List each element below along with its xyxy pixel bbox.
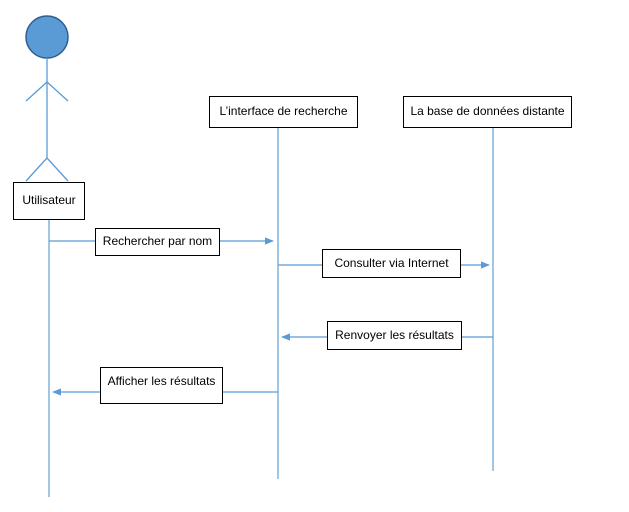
participant-database: La base de données distante	[403, 96, 572, 128]
participant-interface: L’interface de recherche	[209, 96, 358, 128]
actor-label: Utilisateur	[22, 193, 75, 207]
actor-left-leg	[25, 157, 48, 182]
message-search: Rechercher par nom	[95, 228, 220, 256]
actor-left-arm	[25, 81, 48, 102]
actor-right-arm	[46, 81, 69, 102]
message-query-label: Consulter via Internet	[334, 256, 449, 270]
participant-interface-label: L’interface de recherche	[219, 104, 347, 118]
actor-figure	[25, 15, 69, 182]
message-display-label: Afficher les résultats	[108, 374, 216, 388]
message-query: Consulter via Internet	[322, 249, 461, 278]
actor-box: Utilisateur	[13, 182, 85, 220]
participant-database-label: La base de données distante	[410, 104, 564, 118]
message-return-label: Renvoyer les résultats	[335, 328, 454, 342]
actor-head-icon	[25, 15, 69, 59]
message-display: Afficher les résultats	[100, 367, 223, 404]
actor-right-leg	[46, 157, 69, 182]
message-return: Renvoyer les résultats	[327, 321, 462, 350]
message-search-label: Rechercher par nom	[103, 234, 212, 248]
